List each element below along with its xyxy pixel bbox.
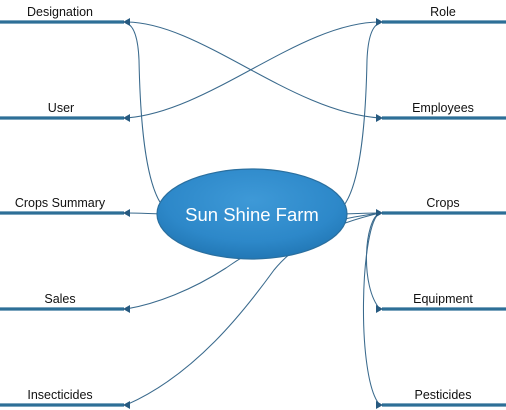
role-label: Role (430, 5, 456, 19)
node-equipment: Equipment (382, 292, 506, 311)
center-title: Sun Shine Farm (185, 204, 319, 225)
connector-designation-employees (125, 21, 381, 119)
employees-label: Employees (412, 101, 474, 115)
connector-pesticides (362, 212, 381, 406)
connector-role (332, 22, 381, 215)
node-pesticides: Pesticides (382, 388, 506, 407)
arrow-pesticides (376, 401, 383, 409)
connector-designation (125, 22, 174, 215)
sales-label: Sales (44, 292, 75, 306)
pesticides-label: Pesticides (415, 388, 472, 402)
node-employees: Employees (382, 101, 506, 120)
arrow-designation (123, 18, 130, 26)
arrow-role (376, 18, 383, 26)
center-ellipse (156, 168, 348, 260)
arrow-crops-summary (123, 209, 130, 217)
designation-label: Designation (27, 5, 93, 19)
insecticides-label: Insecticides (27, 388, 92, 402)
crops-summary-label: Crops Summary (15, 196, 106, 210)
connector-equipment (365, 212, 381, 310)
node-sales: Sales (0, 292, 124, 311)
center-node: Sun Shine Farm (156, 168, 348, 260)
arrow-insecticides (123, 401, 130, 409)
arrow-equipment (376, 305, 383, 313)
arrow-employees (376, 114, 383, 122)
equipment-label: Equipment (413, 292, 473, 306)
node-crops-summary: Crops Summary (0, 196, 124, 215)
crops-label: Crops (426, 196, 459, 210)
connector-user-role (125, 21, 381, 119)
arrow-crops (376, 209, 383, 217)
arrow-user (123, 114, 130, 122)
node-crops: Crops (382, 196, 506, 215)
node-role: Role (382, 5, 506, 24)
user-label: User (48, 101, 74, 115)
arrow-sales (123, 305, 130, 313)
arrowheads (123, 18, 383, 409)
node-designation: Designation (0, 5, 124, 24)
node-insecticides: Insecticides (0, 388, 124, 407)
node-user: User (0, 101, 124, 120)
